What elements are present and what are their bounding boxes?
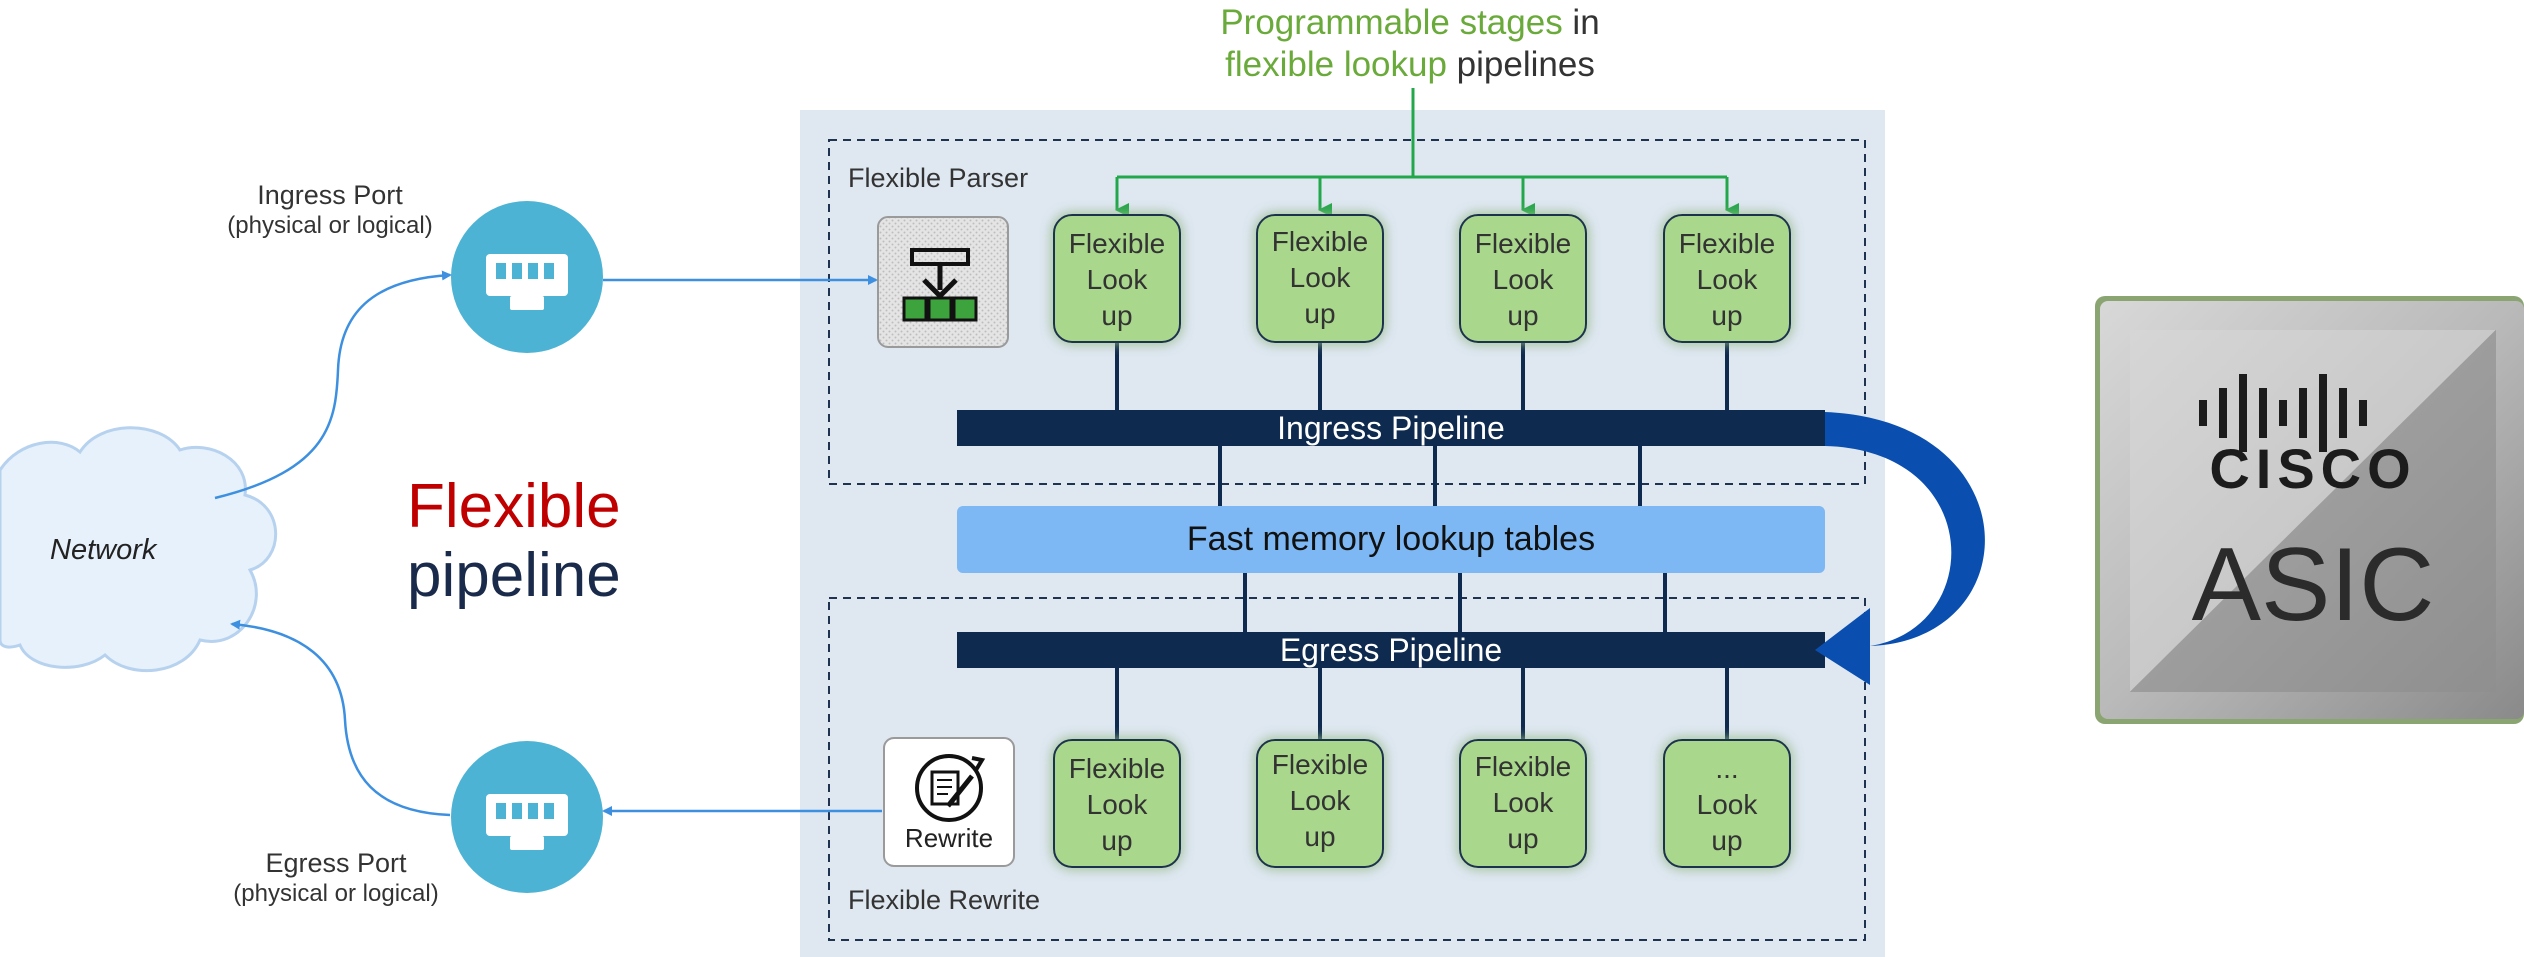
lookup-line: Flexible: [1474, 751, 1572, 782]
lookup-line: up: [1304, 298, 1336, 329]
ingress-port-label: Ingress Port (physical or logical): [200, 178, 460, 240]
egress-lookup-2: Flexible Look up: [1257, 747, 1383, 855]
header-rest-2: pipelines: [1446, 45, 1595, 84]
ingress-lookup-3: Flexible Look up: [1460, 226, 1586, 334]
rewrite-label: Flexible Rewrite: [848, 885, 1041, 915]
egress-lookup-1: Flexible Look up: [1054, 751, 1180, 859]
lookup-line: Flexible: [1271, 749, 1369, 780]
rewrite-icon: [883, 737, 1015, 867]
ingress-lookup-boxes: [1053, 214, 1791, 343]
ingress-lookup-1: Flexible Look up: [1054, 226, 1180, 334]
ingress-pipeline-label: Ingress Pipeline: [1277, 410, 1505, 446]
lookup-line: Flexible: [1678, 228, 1776, 259]
header-green-1: Programmable stages: [1220, 3, 1563, 42]
lookup-line: up: [1101, 300, 1133, 331]
lookup-line: up: [1304, 821, 1336, 852]
lookup-line: Flexible: [1068, 753, 1166, 784]
network-to-ingress: [214, 270, 452, 500]
header-green-2: flexible lookup: [1225, 45, 1447, 84]
lookup-line: Look: [1696, 264, 1758, 295]
egress-pipeline-label: Egress Pipeline: [1279, 632, 1503, 668]
egress-port-icon: [451, 741, 603, 893]
egress-port-title: Egress Port: [265, 848, 407, 878]
chip-label: ASIC: [2191, 527, 2435, 643]
lookup-line: Look: [1289, 785, 1351, 816]
ingress-lookup-4: Flexible Look up: [1664, 226, 1790, 334]
ingress-port-title: Ingress Port: [257, 180, 403, 210]
lookup-line: up: [1711, 300, 1743, 331]
lookup-line: Look: [1086, 789, 1148, 820]
lookup-line: Look: [1492, 787, 1554, 818]
lookup-line: Flexible: [1271, 226, 1369, 257]
ingress-lookup-2: Flexible Look up: [1257, 224, 1383, 332]
parser-icon: [877, 216, 1009, 348]
lookup-line: up: [1507, 823, 1539, 854]
egress-lookup-4: ... Look up: [1664, 751, 1790, 859]
lookup-line: up: [1101, 825, 1133, 856]
ingress-pipeline-bar: [957, 410, 1825, 446]
lookup-line: Flexible: [1068, 228, 1166, 259]
parser-region: [828, 139, 1866, 485]
egress-pipeline-bar: [957, 632, 1825, 668]
ingress-port-icon: [451, 201, 603, 353]
programmable-header: Programmable stages in flexible lookup p…: [1190, 2, 1630, 86]
network-cloud: [0, 426, 278, 673]
connectors: [1115, 340, 1729, 740]
lookup-line: Look: [1289, 262, 1351, 293]
lookup-line: Look: [1492, 264, 1554, 295]
memory-label: Fast memory lookup tables: [1186, 520, 1596, 558]
egress-to-network: [230, 619, 451, 817]
lookup-line: Look: [1086, 264, 1148, 295]
programmable-arrows: [1115, 88, 1739, 217]
lookup-line: ...: [1715, 753, 1739, 784]
lookup-line: up: [1507, 300, 1539, 331]
rewrite-region: [828, 597, 1866, 941]
ingress-port-sub: (physical or logical): [227, 212, 433, 239]
title-pipeline: pipeline: [407, 541, 621, 610]
chip-brand: CISCO: [2209, 437, 2417, 500]
egress-lookup-boxes: [1053, 739, 1791, 868]
rewrite-icon-label: Rewrite: [904, 823, 994, 853]
egress-port-sub: (physical or logical): [233, 880, 439, 907]
egress-port-label: Egress Port (physical or logical): [206, 846, 466, 908]
lookup-line: Flexible: [1474, 228, 1572, 259]
network-label: Network: [50, 534, 157, 566]
memory-bar: [957, 506, 1825, 573]
asic-chip: [2095, 296, 2524, 724]
loop-arrow: [1815, 412, 1985, 685]
egress-lookup-3: Flexible Look up: [1460, 749, 1586, 857]
lookup-line: Look: [1696, 789, 1758, 820]
parser-label: Flexible Parser: [848, 163, 1029, 193]
cisco-logo: [2199, 374, 2367, 452]
header-rest-1: in: [1562, 3, 1600, 42]
lookup-line: up: [1711, 825, 1743, 856]
title-flexible: Flexible: [407, 472, 621, 541]
